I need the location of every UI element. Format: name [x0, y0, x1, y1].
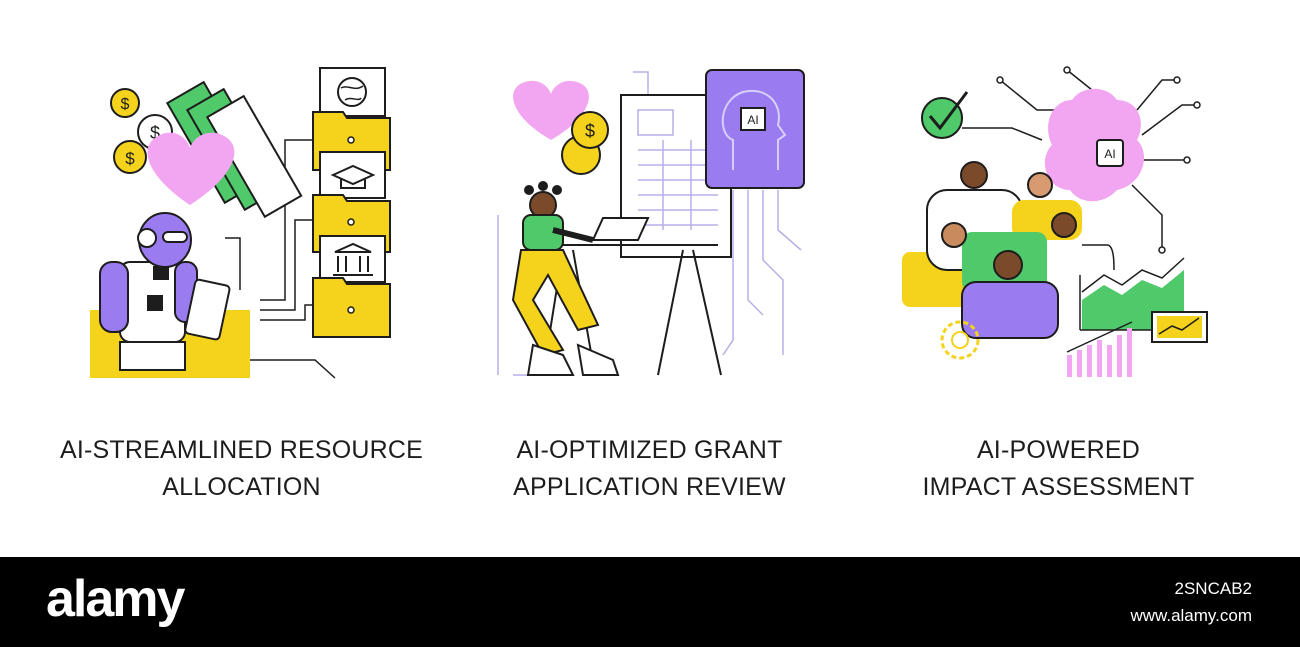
svg-text:$: $	[125, 149, 135, 168]
dollar-coin-icon: $	[561, 111, 609, 175]
gear-icon	[940, 320, 980, 360]
laptop-icon	[591, 217, 650, 241]
caption-line-1: AI-POWERED	[976, 436, 1141, 464]
caption-line-1: AI-STREAMLINED RESOURCE	[60, 436, 423, 464]
panel-impact-assessment: AI	[842, 0, 1275, 555]
resource-allocation-illustration: $ $ $	[90, 67, 391, 379]
panel-resource-allocation: $ $ $	[25, 0, 458, 555]
graduation-cap-icon	[330, 164, 376, 189]
ai-chip-label: AI	[747, 113, 758, 127]
impact-assessment-illustration: AI	[902, 66, 1208, 377]
svg-text:$: $	[585, 121, 595, 141]
panel-caption: AI-STREAMLINED RESOURCE ALLOCATION	[25, 432, 458, 506]
bank-icon	[333, 242, 373, 276]
heart-icon	[147, 132, 235, 205]
caption-line-2: IMPACT ASSESSMENT	[922, 473, 1195, 501]
globe-card	[319, 67, 386, 117]
person-icon	[511, 181, 620, 376]
circuit-lines	[962, 69, 1197, 250]
grant-review-illustration: $ AI	[497, 69, 805, 376]
brain-icon: AI	[1044, 88, 1145, 202]
svg-text:$: $	[150, 123, 160, 143]
tablet-icon	[184, 278, 231, 341]
caption-line-2: APPLICATION REVIEW	[513, 473, 786, 501]
caption-line-1: AI-OPTIMIZED GRANT	[516, 436, 783, 464]
robot-icon	[99, 212, 198, 371]
ai-head-icon: AI	[705, 69, 805, 189]
brand-logo[interactable]: alamy	[46, 570, 185, 628]
image-id: 2SNCAB2	[1174, 579, 1252, 598]
panel-caption: AI-OPTIMIZED GRANT APPLICATION REVIEW	[433, 432, 866, 506]
people-group-icon	[902, 161, 1115, 339]
ai-chip-label: AI	[1104, 147, 1115, 161]
panel-caption: AI-POWERED IMPACT ASSESSMENT	[842, 432, 1275, 506]
stock-footer-bar: alamy 2SNCAB2 www.alamy.com	[0, 557, 1300, 647]
panel-grant-review: $ AI	[433, 0, 866, 555]
folder-stack	[312, 67, 391, 338]
line-chart-icon	[1151, 311, 1208, 343]
site-link[interactable]: www.alamy.com	[1130, 606, 1252, 625]
globe-icon	[337, 77, 367, 107]
checkmark-icon	[921, 91, 969, 139]
circuit-lines	[225, 139, 336, 379]
bar-chart-icon	[1066, 321, 1133, 377]
caption-line-2: ALLOCATION	[162, 473, 321, 501]
heart-icon	[513, 80, 589, 140]
circuit-lines	[497, 71, 802, 376]
svg-text:$: $	[121, 96, 130, 113]
